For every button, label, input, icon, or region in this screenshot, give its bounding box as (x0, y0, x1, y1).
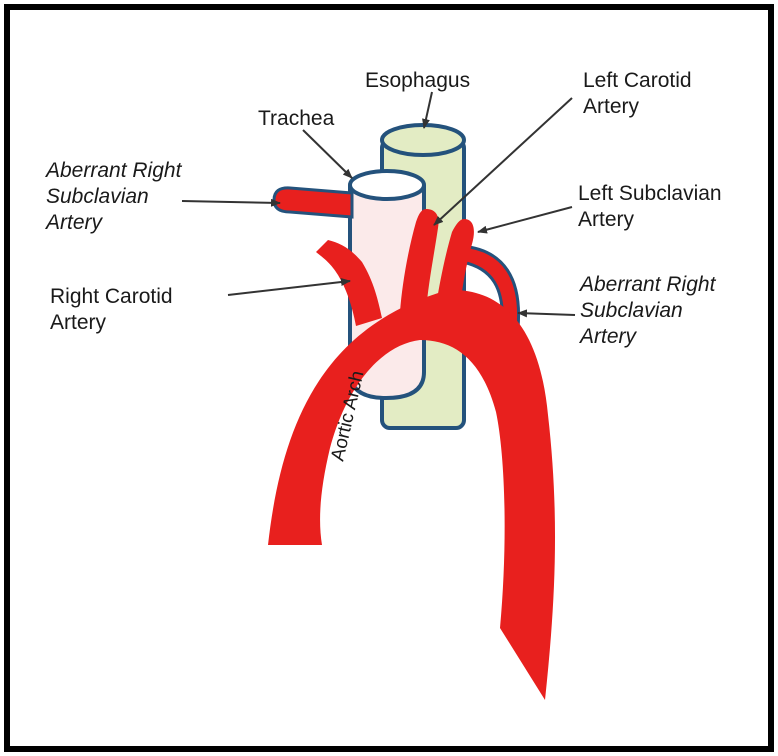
aberrant-subclavian-label-right: Aberrant Right Subclavian Artery (580, 272, 715, 350)
esophagus-label: Esophagus (365, 68, 470, 94)
esophagus-pointer (424, 92, 432, 128)
trachea-pointer (303, 130, 352, 178)
trachea-label: Trachea (258, 106, 334, 132)
aberrant-subclavian-label-left: Aberrant Right Subclavian Artery (46, 158, 181, 236)
right-carotid-label: Right Carotid Artery (50, 284, 173, 336)
left-subclavian-label: Left Subclavian Artery (578, 181, 722, 233)
right-carotid-pointer (228, 281, 350, 295)
left-subclavian-pointer (478, 207, 572, 232)
aberrant-right-pointer (518, 313, 575, 315)
aberrant-left-pointer (182, 201, 280, 203)
aberrant-subclavian-left-segment (274, 188, 352, 217)
left-carotid-label: Left Carotid Artery (583, 68, 692, 120)
